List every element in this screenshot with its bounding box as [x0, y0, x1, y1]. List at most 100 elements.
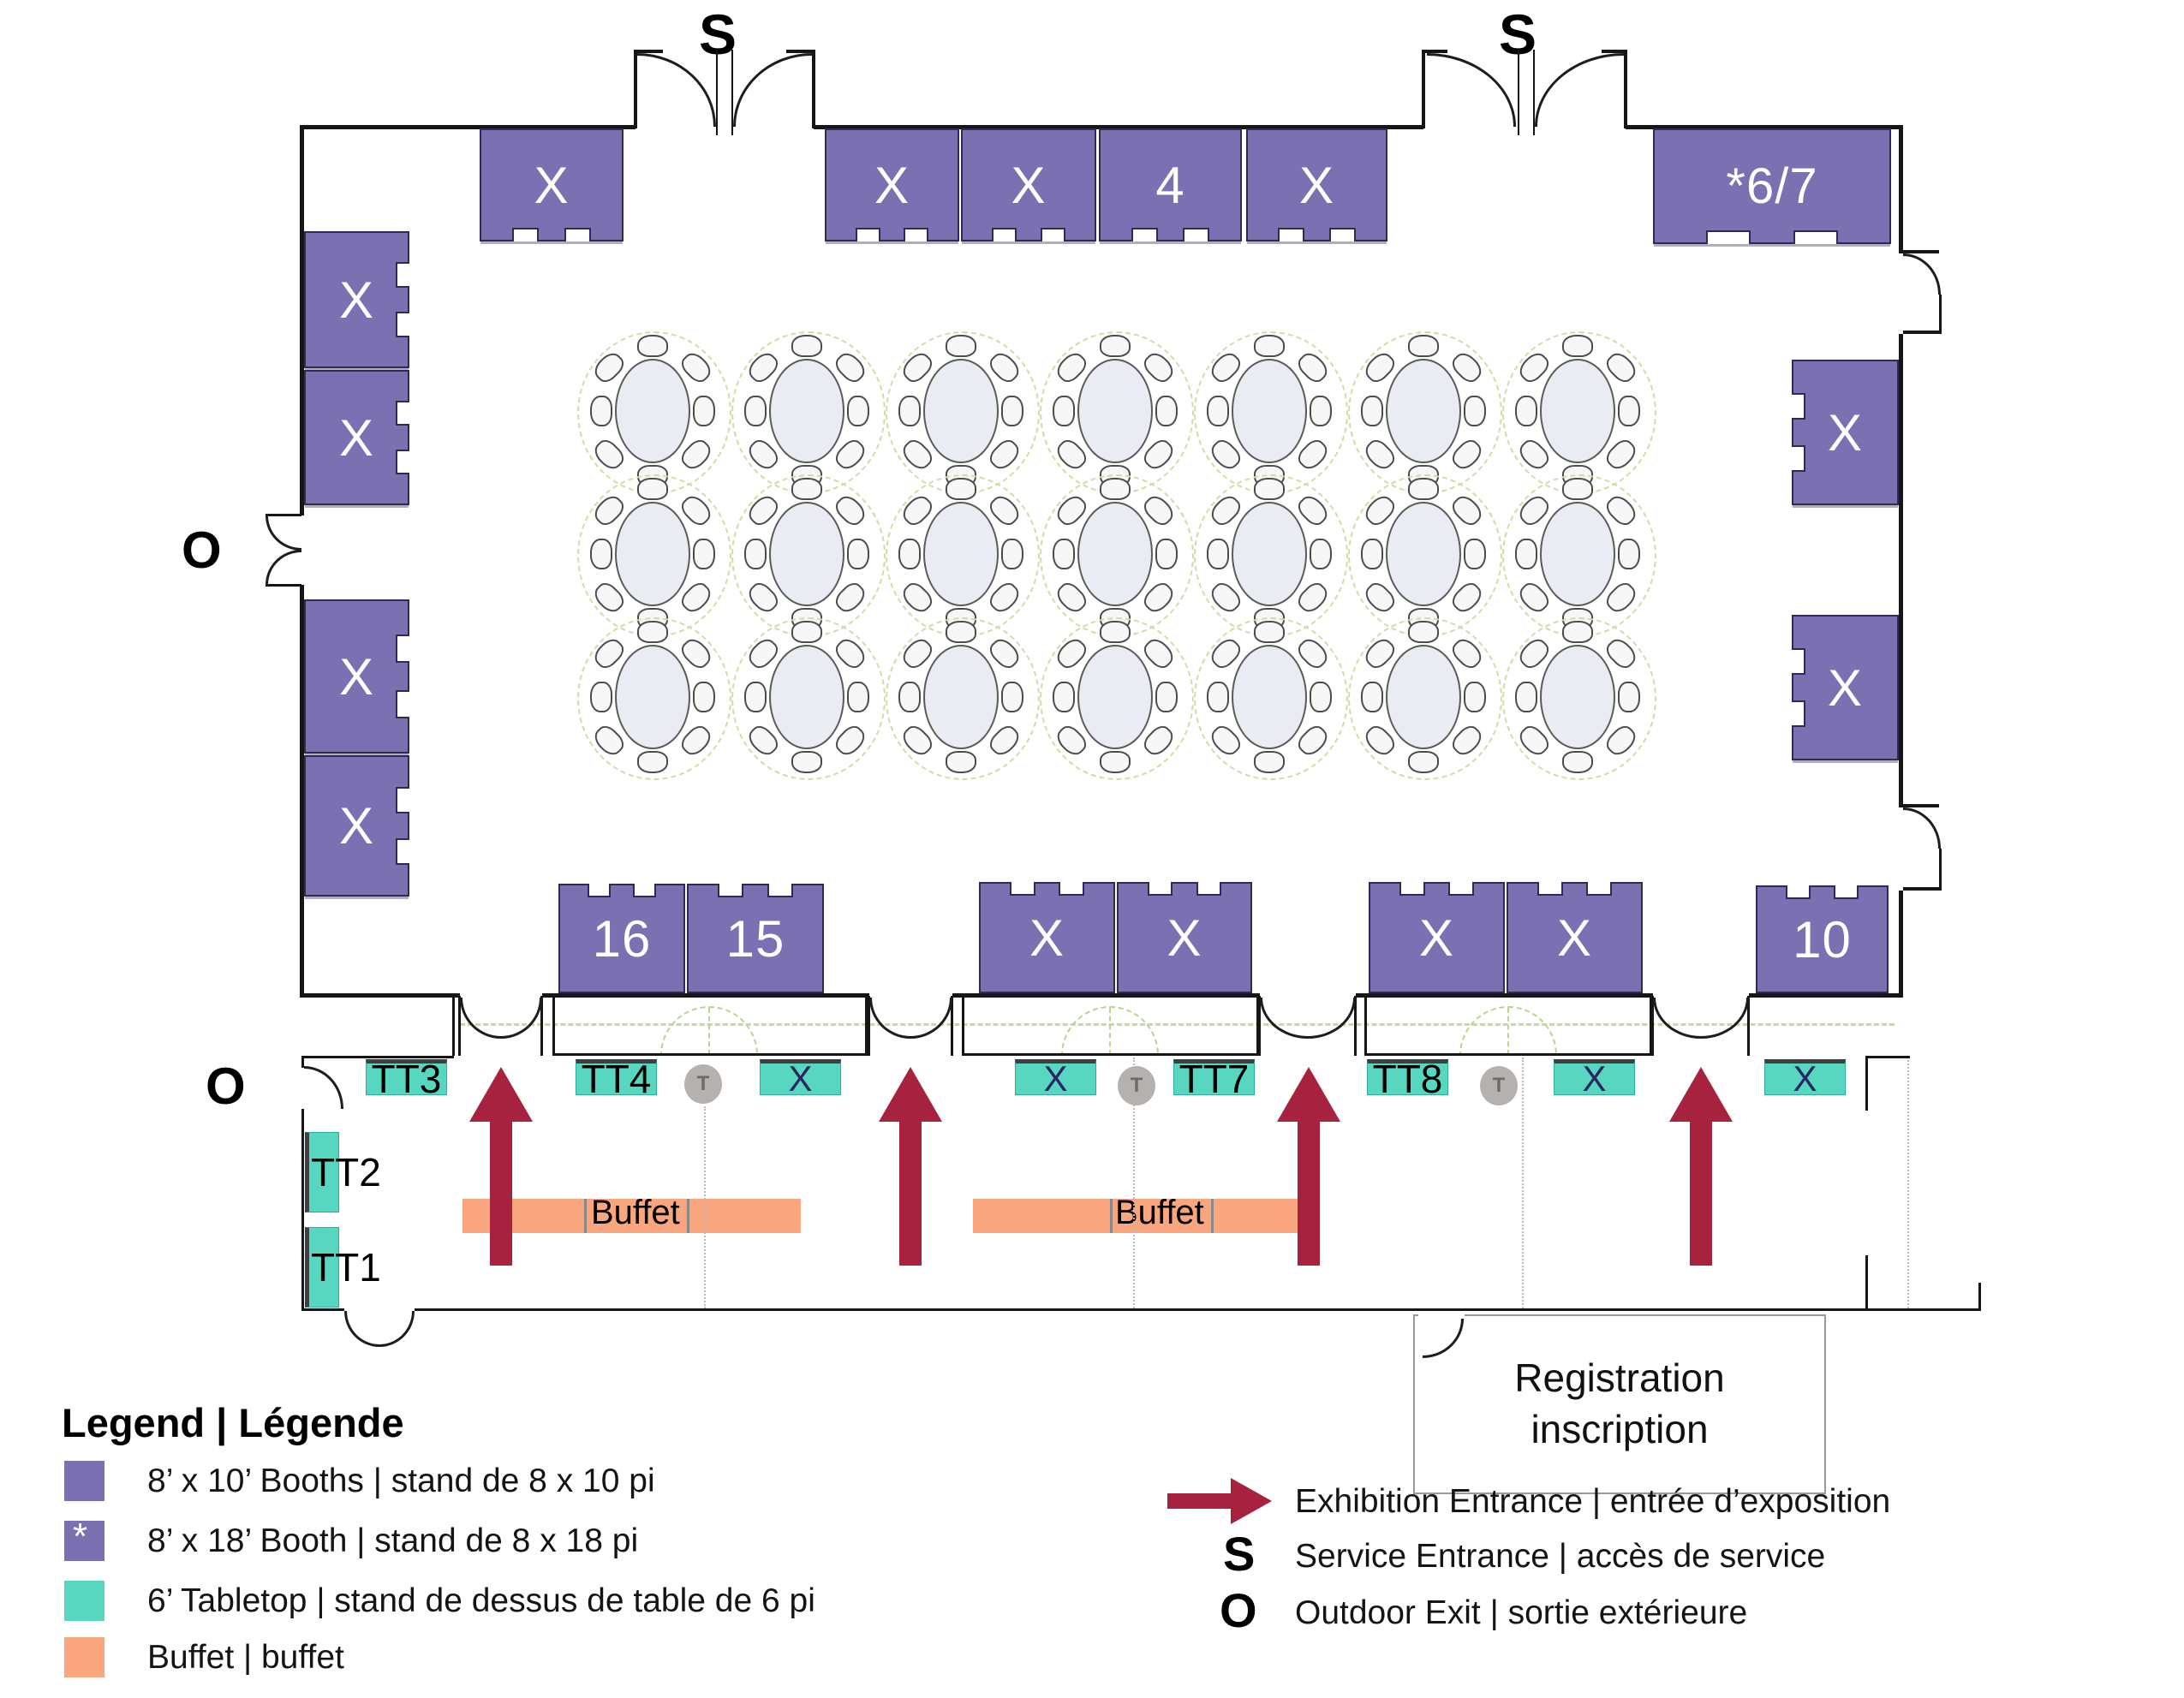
registration-area: Registration inscription	[1413, 1314, 1826, 1494]
banquet-table	[577, 474, 731, 637]
tabletop-label: TT3	[371, 1057, 442, 1101]
tabletop-label: TT7	[1179, 1057, 1250, 1101]
booth-opening-notch	[396, 787, 409, 813]
booth-8x10: X	[304, 599, 409, 754]
round-table	[1077, 502, 1153, 606]
legend-item-label: 8’ x 10’ Booths | stand de 8 x 10 pi	[147, 1463, 655, 1499]
booth-label: X	[1298, 156, 1335, 214]
chair	[1361, 539, 1383, 569]
exhibition-entrance-arrow	[1277, 1067, 1340, 1266]
booth-opening-notch	[1399, 882, 1425, 896]
booth-label: X	[338, 797, 375, 855]
arrow-shaft	[490, 1122, 512, 1266]
buffet-divider	[687, 1199, 689, 1233]
chair	[744, 539, 767, 569]
chair	[590, 682, 612, 712]
chair	[1464, 396, 1486, 426]
wall	[1903, 804, 1939, 807]
asterisk-mark: *	[73, 1516, 88, 1558]
booth-label: X	[534, 156, 570, 214]
booth-opening-notch	[1040, 228, 1066, 241]
guide-dotted-line	[704, 1106, 706, 1308]
wall	[1939, 849, 1942, 891]
legend-symbol-label: Service Entrance | accès de service	[1295, 1538, 1826, 1575]
booth-label: X	[1011, 156, 1047, 214]
booth-opening-notch	[1786, 885, 1811, 899]
round-table	[1232, 359, 1307, 463]
wall	[266, 584, 301, 587]
guide-dotted-line	[1133, 1058, 1135, 1308]
chair	[1361, 396, 1383, 426]
wall	[731, 50, 733, 135]
booth-opening-notch	[1537, 882, 1563, 896]
booth-8x10: X	[1507, 882, 1643, 993]
wall	[1518, 50, 1519, 135]
tabletop-label: TT8	[1372, 1057, 1443, 1101]
door-arc	[869, 998, 910, 1039]
booth-opening-notch	[1792, 392, 1805, 420]
registration-label-fr: inscription	[1531, 1407, 1709, 1451]
booth-8x10: X	[304, 370, 409, 505]
wall	[1978, 1283, 1981, 1311]
booth-opening-notch	[1010, 882, 1035, 896]
chair	[1310, 539, 1332, 569]
banquet-table	[886, 617, 1040, 780]
booth-opening-notch	[1792, 700, 1805, 728]
wall	[1747, 996, 1750, 1056]
banquet-table	[1194, 617, 1348, 780]
wall	[634, 50, 637, 128]
booth-8x10: 4	[1099, 128, 1242, 241]
chair	[637, 335, 668, 357]
tabletop-booth: X	[1015, 1058, 1096, 1099]
chair	[946, 478, 976, 500]
booth-label: X	[1827, 658, 1864, 717]
chair	[1408, 478, 1439, 500]
booth-8x10: X	[1792, 360, 1899, 505]
tabletop-label: TT1	[311, 1245, 381, 1290]
outdoor-exit-label: O	[206, 1058, 246, 1115]
tabletop-booth: X	[1554, 1058, 1635, 1099]
chair	[1100, 478, 1131, 500]
chair	[1207, 539, 1229, 569]
wall	[1624, 50, 1627, 128]
booth-8x18: *6/7	[1653, 128, 1891, 244]
chair	[791, 478, 822, 500]
chair	[1100, 621, 1131, 643]
door-arc	[1653, 998, 1701, 1039]
banquet-table	[886, 474, 1040, 637]
door-arc	[1535, 53, 1624, 127]
wall	[1899, 125, 1903, 253]
chair	[791, 335, 822, 357]
wall	[1865, 1056, 1910, 1058]
wall	[1903, 250, 1939, 253]
aisle-dashed-line	[460, 1023, 1895, 1026]
booth-opening-notch	[991, 228, 1017, 241]
wall	[300, 993, 460, 998]
banquet-table	[577, 331, 731, 494]
booth-opening-notch	[718, 884, 743, 897]
table-clearance-circle	[577, 617, 731, 780]
chair	[1562, 478, 1593, 500]
chair	[791, 621, 822, 643]
booth-label: X	[1418, 909, 1455, 967]
legend-service-icon: S	[1223, 1527, 1256, 1581]
chair	[1100, 751, 1131, 773]
arrow-head	[1277, 1067, 1340, 1122]
wall	[452, 996, 455, 1056]
round-table	[615, 359, 690, 463]
wall	[415, 1308, 1980, 1311]
chair	[1562, 621, 1593, 643]
banquet-table	[1040, 617, 1194, 780]
wall	[952, 993, 1260, 998]
corridor-alcove	[552, 996, 868, 1056]
round-table	[923, 645, 999, 749]
banquet-table	[1348, 331, 1502, 494]
booth-opening-notch	[512, 228, 540, 241]
wall	[1258, 996, 1261, 1056]
booth-opening-notch	[1328, 228, 1356, 241]
round-table	[769, 645, 844, 749]
chair	[1310, 682, 1332, 712]
booth-opening-notch	[1448, 882, 1474, 896]
booth-opening-notch	[1131, 228, 1158, 241]
